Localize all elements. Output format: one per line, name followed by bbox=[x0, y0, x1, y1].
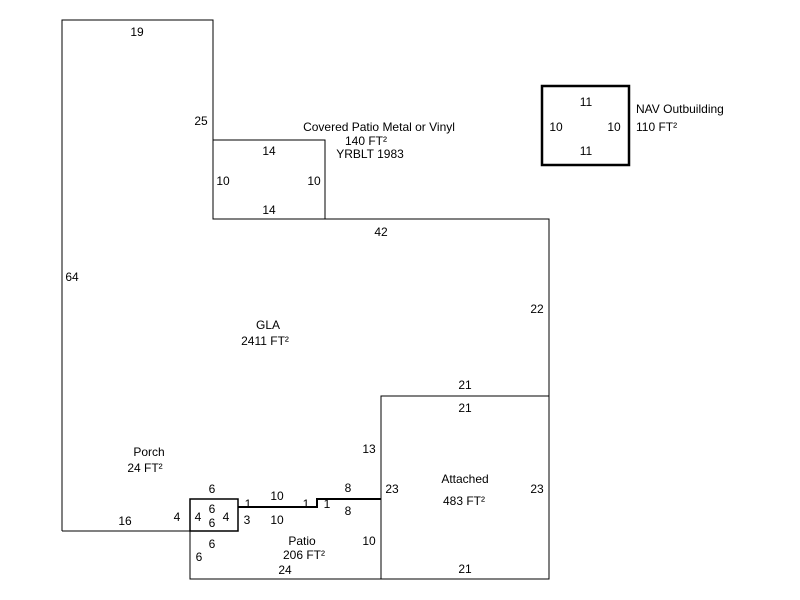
dim-label: 14 bbox=[262, 203, 276, 217]
nav-outbuilding-outline bbox=[540, 84, 631, 167]
nav-name: NAV Outbuilding bbox=[636, 102, 724, 116]
dim-label: 8 bbox=[345, 504, 352, 518]
dim-label: 10 bbox=[270, 489, 284, 503]
attached-area: 483 FT² bbox=[443, 494, 485, 508]
dim-label: 11 bbox=[580, 95, 593, 109]
dim-label: 4 bbox=[223, 510, 230, 524]
covered-patio-year: YRBLT 1983 bbox=[336, 147, 404, 161]
attached-name: Attached bbox=[441, 472, 488, 486]
dim-label: 1 bbox=[245, 497, 252, 511]
covered-patio-outline bbox=[212, 139, 326, 220]
dim-label: 25 bbox=[194, 114, 208, 128]
dim-label: 4 bbox=[195, 510, 202, 524]
dim-label: 13 bbox=[362, 442, 376, 456]
dim-label: 21 bbox=[458, 378, 472, 392]
attached-outline bbox=[380, 395, 550, 580]
dim-label: 3 bbox=[244, 513, 251, 527]
dim-label: 10 bbox=[216, 174, 230, 188]
garage-edge bbox=[238, 498, 381, 508]
dim-label: 1 bbox=[324, 497, 331, 511]
patio-outline bbox=[189, 531, 381, 580]
gla-area: 2411 FT² bbox=[241, 334, 289, 348]
dim-label: 23 bbox=[385, 482, 399, 496]
dim-label: 6 bbox=[209, 482, 216, 496]
dim-label: 24 bbox=[278, 563, 292, 577]
dim-label: 14 bbox=[262, 144, 276, 158]
dim-label: 16 bbox=[118, 514, 132, 528]
dim-label: 10 bbox=[307, 174, 321, 188]
dim-label: 10 bbox=[362, 534, 376, 548]
dim-label: 19 bbox=[130, 25, 144, 39]
dim-label: 6 bbox=[196, 550, 203, 564]
dim-label: 10 bbox=[607, 120, 621, 134]
dim-label: 6 bbox=[209, 537, 216, 551]
dim-label: 8 bbox=[345, 481, 352, 495]
covered-patio-name: Covered Patio Metal or Vinyl bbox=[303, 120, 455, 134]
dim-label: 22 bbox=[530, 302, 544, 316]
dim-label: 4 bbox=[174, 510, 181, 524]
dim-label: 21 bbox=[458, 401, 472, 415]
patio-area: 206 FT² bbox=[283, 548, 325, 562]
dim-label: 64 bbox=[65, 270, 79, 284]
gla-name: GLA bbox=[256, 318, 280, 332]
dim-label: 42 bbox=[374, 225, 388, 239]
dim-label: 6 bbox=[209, 516, 216, 530]
patio-name: Patio bbox=[288, 534, 316, 548]
dim-label: 11 bbox=[580, 144, 593, 158]
dim-label: 23 bbox=[530, 482, 544, 496]
dim-label: 6 bbox=[209, 502, 216, 516]
dim-label: 21 bbox=[458, 562, 472, 576]
porch-name: Porch bbox=[133, 445, 164, 459]
nav-area: 110 FT² bbox=[636, 120, 677, 134]
dim-label: 1 bbox=[303, 497, 310, 511]
porch-area: 24 FT² bbox=[127, 461, 162, 475]
dim-label: 10 bbox=[549, 120, 563, 134]
dim-label: 10 bbox=[270, 513, 284, 527]
porch-outline bbox=[189, 498, 239, 532]
covered-patio-area: 140 FT² bbox=[345, 134, 387, 148]
